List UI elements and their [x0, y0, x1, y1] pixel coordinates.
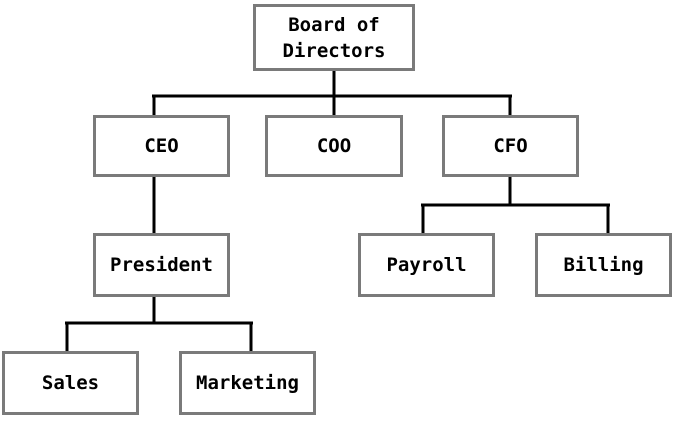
node-marketing: Marketing	[179, 351, 316, 415]
node-sales: Sales	[2, 351, 139, 415]
node-president: President	[93, 233, 230, 297]
node-billing: Billing	[535, 233, 672, 297]
node-board-of-directors: Board of Directors	[253, 4, 415, 71]
node-cfo: CFO	[442, 115, 579, 177]
node-ceo: CEO	[93, 115, 230, 177]
node-payroll: Payroll	[358, 233, 495, 297]
node-coo: COO	[265, 115, 403, 177]
